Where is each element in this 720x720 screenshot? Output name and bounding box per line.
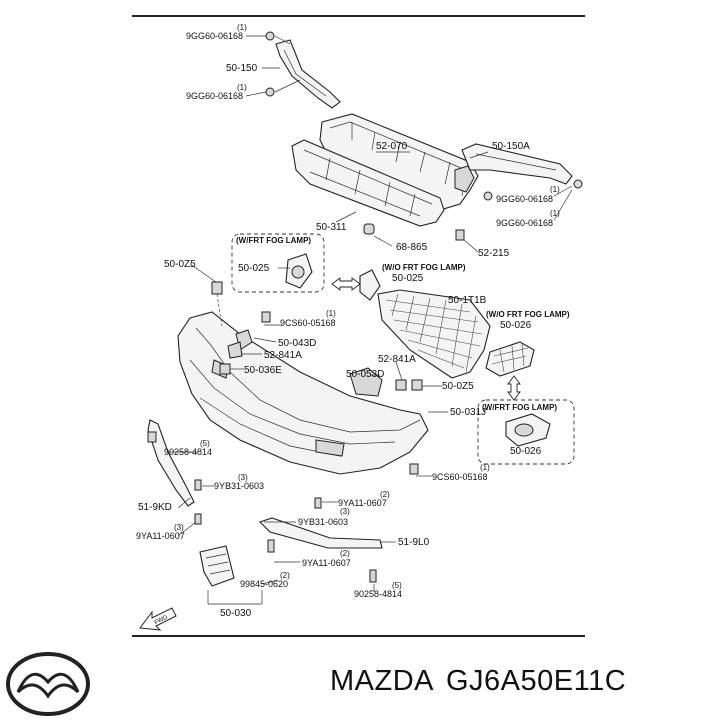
part-label: 9YB31-0603 [214, 481, 264, 491]
label-qty: (1) [237, 83, 247, 92]
label-qty: (2) [340, 549, 350, 558]
label-qty: (1) [550, 209, 560, 218]
cover-50-025 [359, 269, 381, 301]
screw-52-215 [455, 229, 479, 253]
box-with-fog-lamp-right [477, 399, 575, 465]
mazda-logo-icon [6, 652, 90, 716]
part-label: 9YA11-0607 [302, 558, 351, 568]
part-label: 50-026 [510, 446, 542, 457]
part-label: 52-070 [376, 141, 408, 152]
fog-bezel-50-026-icon [505, 413, 551, 447]
part-label: 9CS60-05168 [432, 472, 488, 482]
label-qty: (1) [480, 463, 490, 472]
clip-9CS60-upper [261, 311, 271, 323]
part-label: 50-150A [492, 141, 530, 152]
part-label: 50-150 [226, 63, 258, 74]
leader-lines [168, 35, 573, 592]
molding-51-9L0 [258, 517, 383, 549]
screws [194, 479, 377, 583]
part-label: 68-865 [396, 242, 428, 253]
part-label: 9CS60-05168 [280, 318, 336, 328]
part-number: GJ6A50E11C [446, 665, 627, 697]
part-label: 9YA11-0607 [338, 498, 387, 508]
cover-50-026-upper [485, 341, 535, 377]
part-label: 9YB31-0603 [298, 517, 348, 527]
part-label: 9GG60-06168 [186, 91, 243, 101]
part-labels: (1) 9GG60-06168 50-150 (1) 9GG60-06168 5… [136, 23, 570, 619]
label-qty: (5) [392, 581, 402, 590]
label-qty: (1) [550, 185, 560, 194]
brand-name: MAZDA [330, 665, 434, 697]
license-bracket-50-030 [199, 545, 263, 605]
label-qty: (5) [200, 439, 210, 448]
bumper-cover-50-031J [177, 311, 429, 475]
part-label: 52-841A [264, 350, 302, 361]
bracket-50-150A [461, 143, 583, 201]
part-label: 50-0Z5 [442, 381, 474, 392]
part-label: 50-036E [244, 365, 282, 376]
part-label: 50-043D [278, 338, 316, 349]
fastener-50-036E [219, 363, 231, 375]
part-label: 51-9KD [138, 502, 172, 513]
label-qty: (3) [340, 507, 350, 516]
part-label: 99845-0620 [240, 579, 288, 589]
part-label: 50-026 [500, 320, 532, 331]
part-label: 51-9L0 [398, 537, 430, 548]
part-label: 50-031J [450, 407, 486, 418]
label-qty: (2) [280, 571, 290, 580]
box-with-fog-lamp-upper [231, 233, 325, 293]
part-label: 9GG60-06168 [186, 31, 243, 41]
box-title: (W/O FRT FOG LAMP) [486, 310, 570, 319]
grille-50-1T1B [377, 289, 491, 379]
label-qty: (3) [238, 473, 248, 482]
clip-50-0Z5-left [211, 281, 223, 327]
part-label: 50-053D [346, 369, 384, 380]
bracket-52-841A-left [227, 341, 243, 359]
swap-arrow-vertical-icon [507, 375, 521, 401]
absorber-50-311 [291, 139, 445, 227]
part-label: 90258-4814 [164, 447, 212, 457]
label-qty: (3) [174, 523, 184, 532]
part-label: 90258-4814 [354, 589, 402, 599]
part-label: 50-030 [220, 608, 252, 619]
swap-arrow-icon [331, 277, 361, 291]
part-label: 9GG60-06168 [496, 218, 553, 228]
part-label: 50-025 [392, 273, 424, 284]
label-qty: (1) [237, 23, 247, 32]
box-title: (W/FRT FOG LAMP) [482, 403, 557, 412]
label-qty: (1) [326, 309, 336, 318]
part-label: 50-0Z5 [164, 259, 196, 270]
part-label: 52-215 [478, 248, 510, 259]
fog-bezel-50-025-icon [285, 253, 313, 289]
box-title: (W/O FRT FOG LAMP) [382, 263, 466, 272]
clip-9CS60-lower [409, 463, 419, 475]
bracket-50-150 [265, 31, 341, 109]
part-label: 50-025 [238, 263, 270, 274]
part-label: 9GG60-06168 [496, 194, 553, 204]
forward-arrow-icon: FWD [139, 607, 177, 631]
bracket-52-841A-right [395, 379, 423, 391]
label-qty: (2) [380, 490, 390, 499]
molding-51-9KD [147, 419, 195, 507]
brand-part-title: MAZDA GJ6A50E11C [330, 665, 638, 698]
part-label: 50-1T1B [448, 295, 487, 306]
part-label: 50-311 [316, 222, 347, 233]
clip-68-865 [363, 223, 393, 247]
part-label: 9YA11-0607 [136, 531, 185, 541]
box-title: (W/FRT FOG LAMP) [236, 236, 311, 245]
part-label: 52-841A [378, 354, 416, 365]
